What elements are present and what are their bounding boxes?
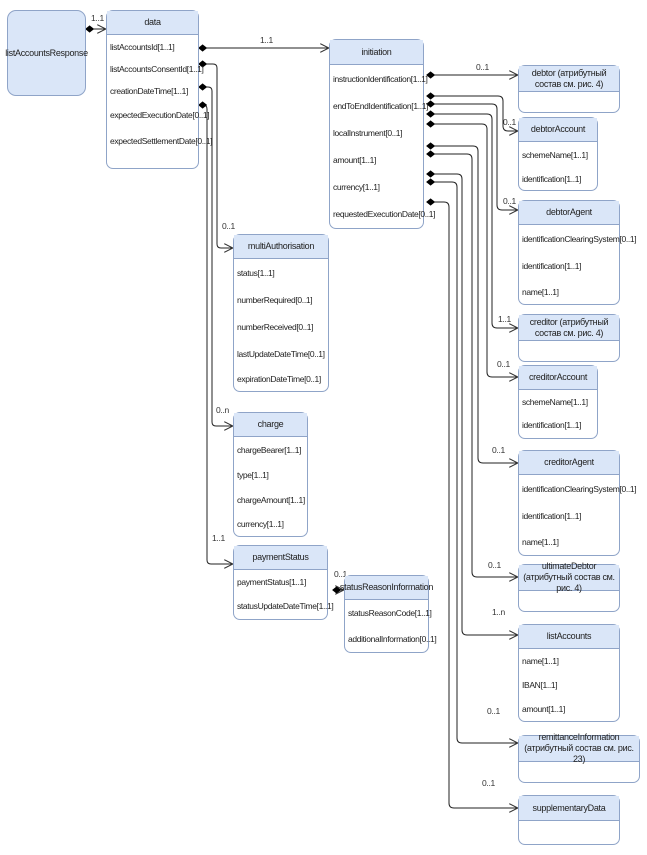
class-title: debtorAccount <box>519 118 597 142</box>
class-title: creditorAgent <box>519 451 619 475</box>
class-title: initiation <box>330 40 423 65</box>
class-title: remittanceInformation (атрибутный состав… <box>519 732 639 764</box>
mult-root-data: 1..1 <box>91 13 104 23</box>
field: chargeBearer[1..1] <box>237 444 302 455</box>
mult-initiation-debtorAgent: 0..1 <box>503 196 516 206</box>
field: currency[1..1] <box>333 181 380 192</box>
field: currency[1..1] <box>237 519 284 529</box>
class-title: multiAuthorisation <box>234 235 328 259</box>
class-data[interactable]: data listAccountsId[1..1] listAccountsCo… <box>106 10 213 169</box>
class-charge[interactable]: charge chargeBearer[1..1] type[1..1] cha… <box>233 412 308 537</box>
field: name[1..1] <box>522 286 559 297</box>
mult-initiation-remittanceInformation: 0..1 <box>487 706 500 716</box>
class-ultimateDebtor[interactable]: ultimateDebtor (атрибутный состав см. ри… <box>518 561 620 612</box>
field: name[1..1] <box>522 656 559 666</box>
link-data-paymentStatus <box>199 105 232 564</box>
field: statusUpdateDateTime[1..1] <box>237 601 334 611</box>
class-creditorAccount[interactable]: creditorAccount schemeName[1..1] identif… <box>518 365 598 439</box>
class-initiation[interactable]: initiation instructionIdentification[1..… <box>329 39 436 229</box>
field: endToEndIdentification[1..1] <box>333 100 429 111</box>
class-creditorAgent[interactable]: creditorAgent identificationClearingSyst… <box>518 450 637 556</box>
field: identification[1..1] <box>522 260 582 271</box>
mult-initiation-listAccounts: 1..n <box>492 607 505 617</box>
class-supplementaryData[interactable]: supplementaryData <box>518 795 620 845</box>
class-debtorAccount[interactable]: debtorAccount schemeName[1..1] identific… <box>518 117 598 191</box>
field: expectedExecutionDate[0..1] <box>110 110 210 120</box>
mult-initiation-creditor: 1..1 <box>498 314 511 324</box>
class-paymentStatus[interactable]: paymentStatus paymentStatus[1..1] status… <box>233 545 334 620</box>
field: paymentStatus[1..1] <box>237 577 306 587</box>
field: schemeName[1..1] <box>522 396 588 407</box>
mult-initiation-debtor: 0..1 <box>476 62 489 72</box>
mult-initiation-creditorAccount: 0..1 <box>497 359 510 369</box>
mult-initiation-creditorAgent: 0..1 <box>492 445 505 455</box>
mult-data-paymentStatus: 1..1 <box>212 533 225 543</box>
field: identification[1..1] <box>522 419 582 430</box>
mult-data-charge: 0..n <box>216 405 229 415</box>
field: identification[1..1] <box>522 173 582 184</box>
mult-data-initiation: 1..1 <box>260 35 273 45</box>
link-initiation-supplementaryData <box>427 202 517 808</box>
mult-initiation-debtorAccount: 0..1 <box>503 117 516 127</box>
field: numberReceived[0..1] <box>237 321 314 332</box>
class-remittanceInformation[interactable]: remittanceInformation (атрибутный состав… <box>518 732 640 783</box>
class-creditor[interactable]: creditor (атрибутный состав см. рис. 4) <box>518 314 620 362</box>
field: schemeName[1..1] <box>522 149 588 160</box>
class-title: debtorAgent <box>519 201 619 225</box>
field: instructionIdentification[1..1] <box>333 73 428 84</box>
class-listAccounts[interactable]: listAccounts name[1..1] IBAN[1..1] amoun… <box>518 624 620 722</box>
field: creationDateTime[1..1] <box>110 86 188 96</box>
field: identificationClearingSystem[0..1] <box>522 483 637 494</box>
field: expectedSettlementDate[0..1] <box>110 136 213 146</box>
field: requestedExecutionDate[0..1] <box>333 208 436 219</box>
class-title: debtor (атрибутный состав см. рис. 4) <box>519 66 619 92</box>
class-debtor[interactable]: debtor (атрибутный состав см. рис. 4) <box>518 65 620 113</box>
field: amount[1..1] <box>522 704 566 714</box>
mult-initiation-supplementaryData: 0..1 <box>482 778 495 788</box>
class-title: data <box>107 11 198 35</box>
class-title: paymentStatus <box>234 546 327 570</box>
class-title: charge <box>234 413 307 437</box>
class-title: supplementaryData <box>519 796 619 821</box>
field: type[1..1] <box>237 469 269 480</box>
field: identification[1..1] <box>522 510 582 521</box>
field: statusReasonCode[1..1] <box>348 608 432 618</box>
class-title: creditor (атрибутный состав см. рис. 4) <box>519 315 619 341</box>
field: amount[1..1] <box>333 154 377 165</box>
class-listAccountsResponse[interactable]: listAccountsResponse <box>5 10 88 96</box>
field: chargeAmount[1..1] <box>237 494 305 505</box>
class-debtorAgent[interactable]: debtorAgent identificationClearingSystem… <box>518 200 637 305</box>
field: listAccountsConsentId[1..1] <box>110 64 204 74</box>
field: expirationDateTime[0..1] <box>237 374 321 384</box>
mult-paymentStatus-statusReasonInformation: 0..1 <box>334 569 347 579</box>
field: IBAN[1..1] <box>522 680 558 690</box>
class-statusReasonInformation[interactable]: statusReasonInformation statusReasonCode… <box>340 575 437 653</box>
class-multiAuthorisation[interactable]: multiAuthorisation status[1..1] numberRe… <box>233 234 329 392</box>
field: identificationClearingSystem[0..1] <box>522 233 637 244</box>
field: listAccountsId[1..1] <box>110 42 175 52</box>
field: lastUpdateDateTime[0..1] <box>237 348 325 359</box>
class-title: statusReasonInformation <box>340 576 433 600</box>
mult-data-multiAuthorisation: 0..1 <box>222 221 235 231</box>
field: additionalInformation[0..1] <box>348 634 437 644</box>
mult-initiation-ultimateDebtor: 0..1 <box>488 560 501 570</box>
field: localInstrument[0..1] <box>333 127 403 138</box>
class-title: listAccounts <box>519 625 619 649</box>
field: name[1..1] <box>522 537 559 547</box>
field: status[1..1] <box>237 267 275 278</box>
class-title: creditorAccount <box>519 366 597 390</box>
class-title: ultimateDebtor (атрибутный состав см. ри… <box>519 561 619 593</box>
field: numberRequired[0..1] <box>237 294 313 305</box>
